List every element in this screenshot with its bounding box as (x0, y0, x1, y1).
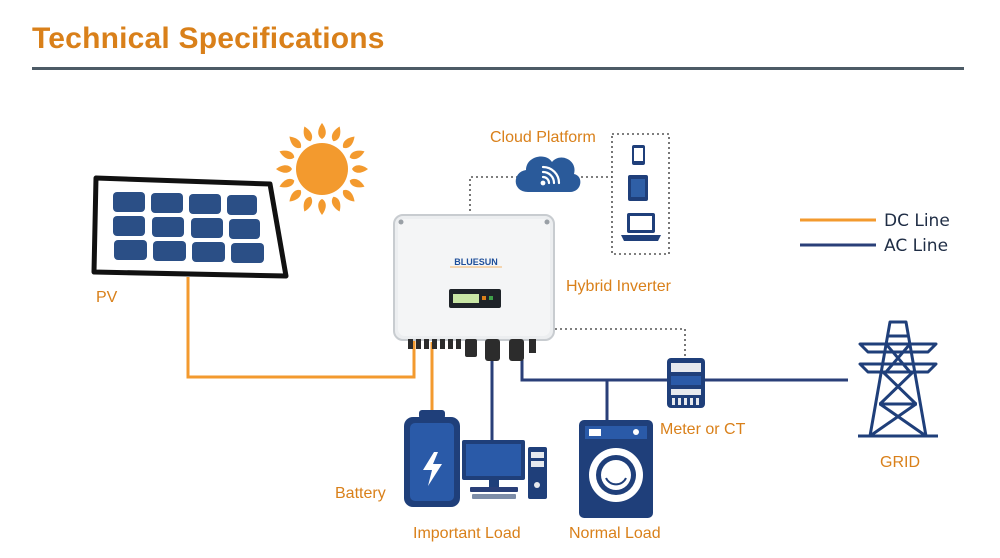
label-grid: GRID (880, 454, 920, 471)
inverter-connectors (408, 339, 536, 361)
label-meter: Meter or CT (660, 421, 746, 438)
comm-line-cloud (469, 176, 522, 216)
washing-machine-icon (579, 420, 653, 518)
sun-icon (276, 123, 368, 215)
dc-line-pv (186, 277, 416, 379)
laptop-icon (621, 213, 661, 241)
power-tower-icon (858, 320, 938, 438)
label-pv: PV (96, 289, 118, 306)
label-battery: Battery (335, 485, 386, 502)
meter-icon (667, 358, 705, 408)
solar-panel-icon (91, 175, 289, 279)
hybrid-inverter-icon: BLUESUN (393, 214, 555, 361)
tablet-icon (628, 175, 648, 201)
cloud-wifi-icon (515, 156, 581, 192)
phone-icon (632, 145, 645, 165)
legend: DC Line AC Line (800, 211, 950, 256)
computer-icon (462, 440, 547, 499)
page-title: Technical Specifications (32, 22, 385, 55)
battery-icon (404, 410, 460, 507)
label-cloud-platform: Cloud Platform (490, 129, 596, 146)
monitoring-devices-group (611, 133, 670, 255)
title-divider (32, 67, 964, 70)
label-hybrid-inverter: Hybrid Inverter (566, 278, 672, 295)
ac-line-grid (520, 360, 848, 382)
inverter-display (449, 289, 501, 308)
label-important-load: Important Load (413, 525, 521, 542)
legend-dc-label: DC Line (884, 211, 950, 231)
legend-ac-label: AC Line (884, 236, 948, 256)
comm-line-meter (555, 328, 686, 358)
label-normal-load: Normal Load (569, 525, 661, 542)
inverter-brand-logo: BLUESUN (454, 257, 498, 267)
